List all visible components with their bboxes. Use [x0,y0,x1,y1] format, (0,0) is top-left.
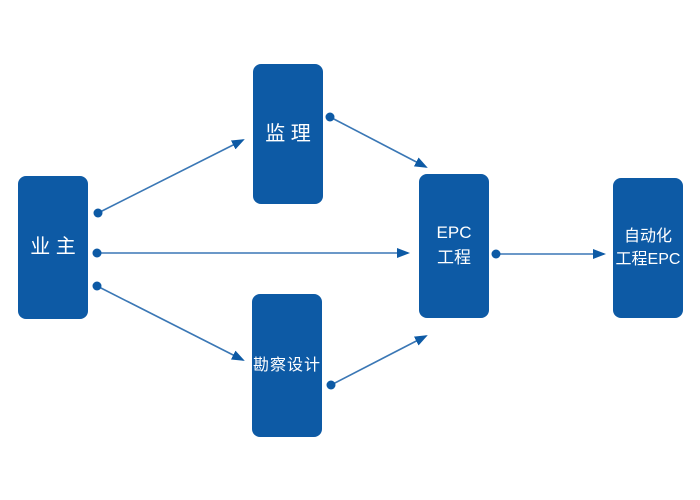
node-epc-engineering-label: EPC 工程 [436,223,472,267]
edge-owner-to-supervision [93,139,245,218]
node-supervision-label: 监 理 [265,122,311,145]
edge-owner-to-survey [92,281,245,361]
edge-survey-to-epc [326,335,428,390]
edge-owner-to-epc [92,248,410,258]
node-automation-epc-label: 自动化 工程EPC [615,227,681,268]
edge-epc-to-automation [491,249,606,259]
node-owner: 业 主 [18,176,88,319]
node-survey-design: 勘察设计 [252,294,322,437]
node-supervision: 监 理 [253,64,323,204]
edge-supervision-to-epc [325,112,428,168]
node-owner-label: 业 主 [30,236,76,258]
node-epc-engineering: EPC 工程 [419,174,489,318]
node-automation-epc: 自动化 工程EPC [613,178,683,318]
node-survey-design-label: 勘察设计 [252,356,321,374]
